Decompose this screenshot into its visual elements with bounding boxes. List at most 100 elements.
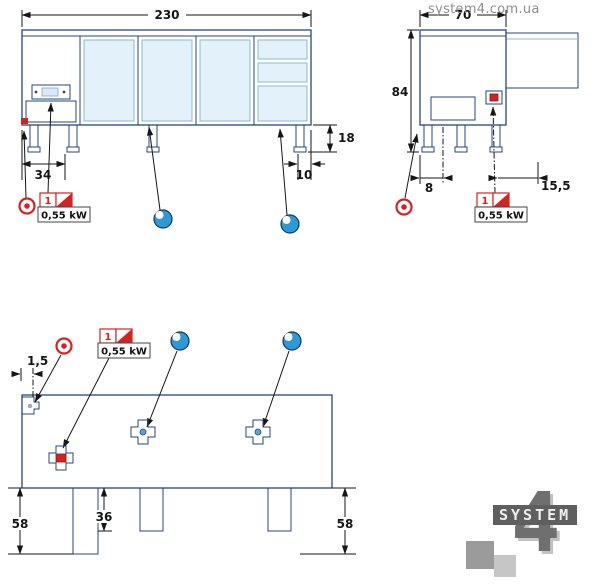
left-depth-label: 58 <box>12 517 29 531</box>
leader-line <box>147 126 161 211</box>
logo-block <box>466 541 494 569</box>
depth-label: 70 <box>455 8 472 22</box>
leg-support <box>267 487 292 532</box>
left-offset-dimension: 34 <box>21 130 66 182</box>
height-label: 84 <box>392 85 409 99</box>
left-depth-dimension: 58 <box>8 487 73 555</box>
front-body <box>21 29 312 126</box>
leg-spacing-dimension: 36 <box>93 487 115 532</box>
drawer-panel <box>257 62 308 83</box>
power-badge: 1 0,55 kW <box>474 192 528 223</box>
leader-line <box>34 354 62 403</box>
control-knob <box>34 90 38 94</box>
front-offset-dimension: 8 <box>410 155 453 195</box>
cable-entry-dot <box>27 403 33 409</box>
right-offset-label: 10 <box>296 168 313 182</box>
power-connection-icon <box>18 197 36 215</box>
drawer-panel <box>257 39 308 60</box>
side-body <box>419 29 579 126</box>
front-width-dimension: 230 <box>21 8 312 27</box>
edge-offset-label: 1,5 <box>27 354 48 368</box>
leader-line <box>404 133 419 199</box>
dim-label-bg <box>334 517 356 530</box>
badge-index: 1 <box>105 332 112 343</box>
leg <box>491 124 501 148</box>
drain-icon <box>282 331 302 351</box>
electrical-symbol-icon <box>56 193 72 207</box>
leg-foot <box>293 146 307 153</box>
power-connection-icon <box>55 337 73 355</box>
electrical-connector-plan <box>48 445 74 471</box>
ventilation-grille <box>430 96 476 121</box>
right-offset-dimension: 10 <box>284 130 325 182</box>
front-legs <box>27 124 307 153</box>
drain-icon <box>280 214 300 234</box>
control-knob <box>62 90 66 94</box>
leader-line <box>262 350 290 428</box>
watermark-site: system4.com.ua <box>428 2 540 17</box>
side-view: 70 84 <box>392 8 579 223</box>
badge-index: 1 <box>482 196 489 207</box>
drain-icon <box>153 209 173 229</box>
badge-index: 1 <box>45 196 52 207</box>
leg-spacing-label: 36 <box>96 510 113 524</box>
logo-word: SYSTEM <box>493 505 578 525</box>
leg <box>68 124 78 148</box>
badge-power: 0,55 kW <box>41 211 87 222</box>
leg-height-label: 18 <box>338 131 355 145</box>
door-panel <box>199 39 251 122</box>
leg <box>423 124 433 148</box>
leg <box>456 124 466 148</box>
leader-line <box>146 350 178 428</box>
leader-line <box>62 357 110 449</box>
control-panel <box>31 84 71 100</box>
badge-power: 0,55 kW <box>478 211 524 222</box>
right-depth-dimension: 58 <box>300 487 356 555</box>
edge-offset-dimension: 1,5 <box>11 354 48 397</box>
plan-outline <box>21 394 333 489</box>
leader-line <box>490 106 497 194</box>
leg-foot <box>454 146 468 153</box>
leg-height-dimension: 18 <box>308 124 355 153</box>
back-offset-label: 15,5 <box>541 179 571 193</box>
plan-view: 1,5 1 0,55 kW <box>8 328 356 555</box>
electrical-symbol-icon <box>493 193 509 207</box>
side-legs <box>421 124 503 153</box>
power-connection-icon <box>395 198 413 216</box>
leg <box>295 124 305 148</box>
drain-icon <box>170 331 190 351</box>
adjacent-worktop <box>505 32 579 89</box>
depth-dimension: 70 <box>419 8 507 27</box>
electrical-entry-point <box>21 118 28 124</box>
dim-label-bg <box>449 8 477 22</box>
left-offset-label: 34 <box>35 168 52 182</box>
leader-line <box>277 128 288 216</box>
door-panel <box>141 39 193 122</box>
control-panel-display <box>41 87 59 97</box>
ventilation-grille <box>25 100 77 123</box>
leg-foot <box>66 146 80 153</box>
leader-line <box>21 130 28 199</box>
dim-label-bg <box>93 510 115 523</box>
right-depth-label: 58 <box>337 517 354 531</box>
leg-foot <box>489 146 503 153</box>
drain-connector-plan <box>130 419 156 445</box>
cable-entry-notch <box>21 396 40 415</box>
electrical-entry-point <box>489 93 499 102</box>
leader-line <box>47 102 54 194</box>
power-badge: 1 0,55 kW <box>97 328 151 359</box>
door-panel <box>83 39 135 122</box>
height-dimension: 84 <box>392 29 419 153</box>
front-width-label: 230 <box>154 8 179 22</box>
drawer-panel <box>257 85 308 122</box>
logo-block <box>494 555 516 577</box>
leg-foot <box>27 146 41 153</box>
counter-body <box>21 29 312 126</box>
leg-foot <box>421 146 435 153</box>
dim-label-bg <box>9 517 31 530</box>
electrical-symbol-icon <box>116 329 132 343</box>
brand-logo: 4 SYSTEM <box>463 483 595 581</box>
back-offset-dimension: 15,5 <box>488 162 571 193</box>
